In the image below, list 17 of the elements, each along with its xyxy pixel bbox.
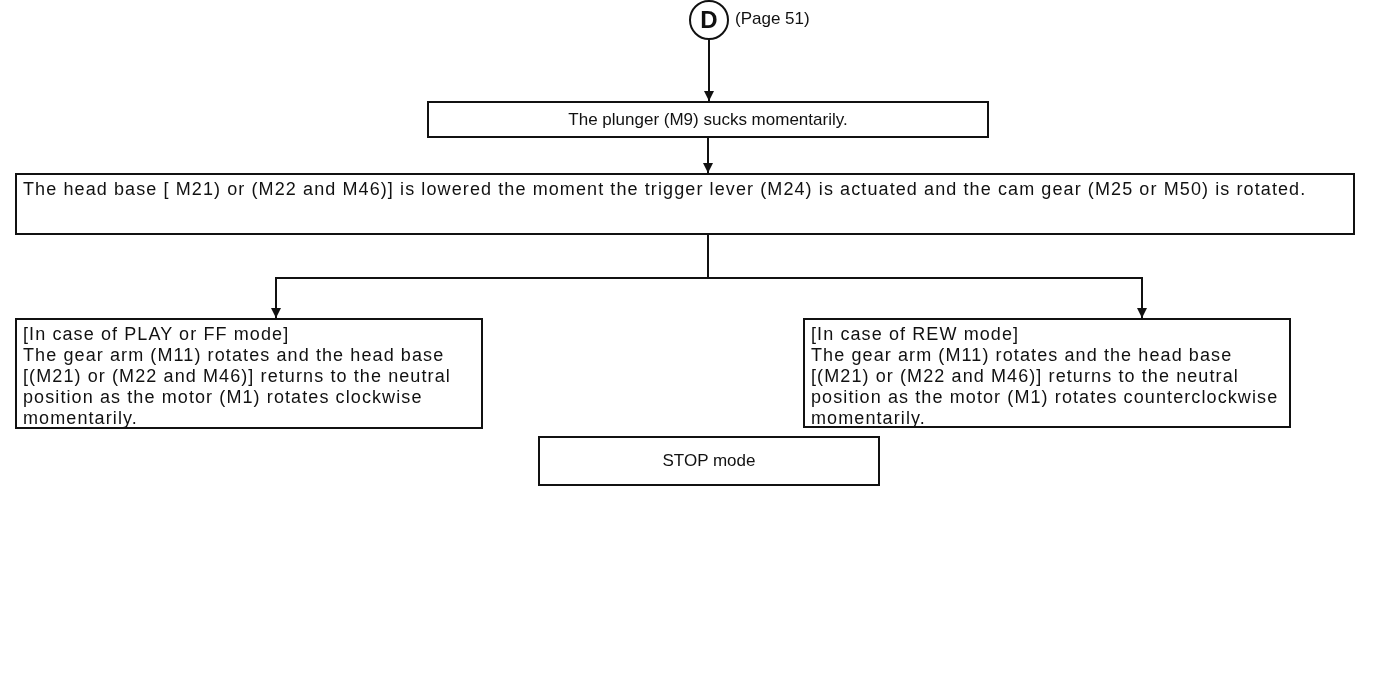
process-box (427, 101, 989, 138)
box-heading: [In case of PLAY or FF mode] (23, 324, 291, 345)
arrow (704, 39, 714, 102)
box-text: STOP mode (662, 451, 756, 471)
box-text: The head base [ M21) or (M22 and M46)] is lowered the moment the trigger lever (M24) is actuated and the cam gear (M25 or M50) is rotated. (23, 179, 1308, 200)
arrow (703, 137, 713, 174)
box-heading: [In case of REW mode] (811, 324, 1021, 345)
box-text: The gear arm (M11) rotates and the head base [(M21) or (M22 and M46)] returns to the neutral position as the motor (M1) rotates counterclockwise momentarily. (811, 345, 1280, 429)
process-box (803, 318, 1291, 428)
box-text: The gear arm (M11) rotates and the head base [(M21) or (M22 and M46)] returns to the neutral position as the motor (M1) rotates clockwise momentarily. (23, 345, 452, 429)
connector-circle (689, 0, 729, 40)
box-text: The plunger (M9) sucks momentarily. (568, 109, 848, 130)
process-box (15, 318, 483, 429)
page-reference: (Page 51) (735, 9, 810, 29)
box-text: D (700, 10, 718, 30)
process-box (15, 173, 1355, 235)
process-box (538, 436, 880, 486)
